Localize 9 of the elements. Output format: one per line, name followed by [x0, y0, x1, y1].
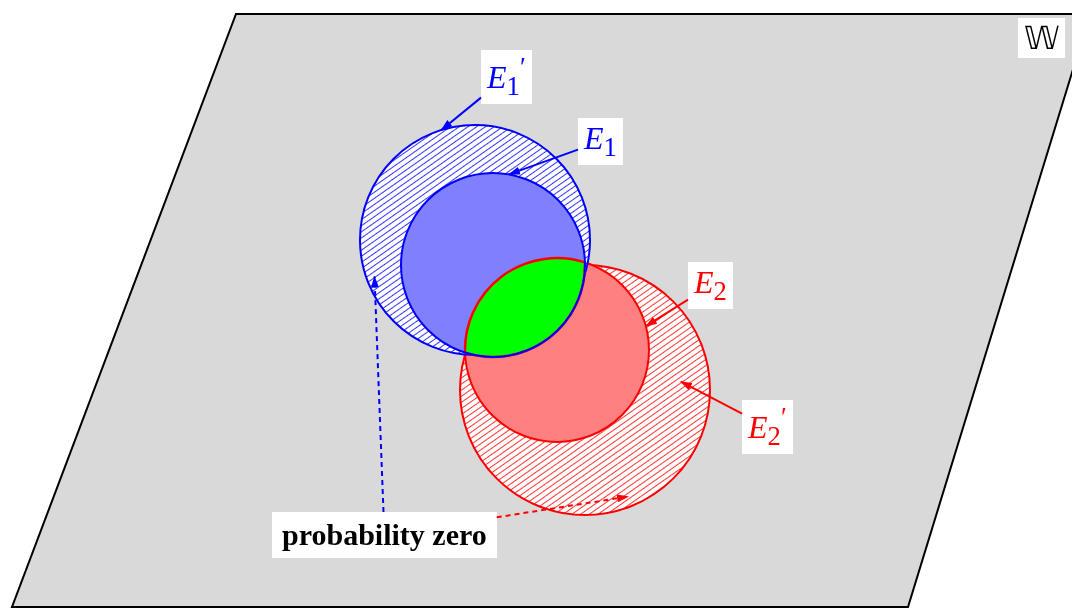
- leader-arrow: [440, 96, 482, 131]
- event-label: E$_{2}$: [688, 262, 733, 310]
- dashed-arrow: [370, 275, 385, 513]
- event-label: E$_{1}$: [578, 118, 623, 166]
- set-symbol: 𝕎: [1018, 18, 1065, 58]
- dashed-arrow: [495, 494, 630, 519]
- leader-arrow: [679, 380, 743, 415]
- leader-arrow: [508, 148, 579, 176]
- annotation-label: probability zero: [272, 512, 497, 558]
